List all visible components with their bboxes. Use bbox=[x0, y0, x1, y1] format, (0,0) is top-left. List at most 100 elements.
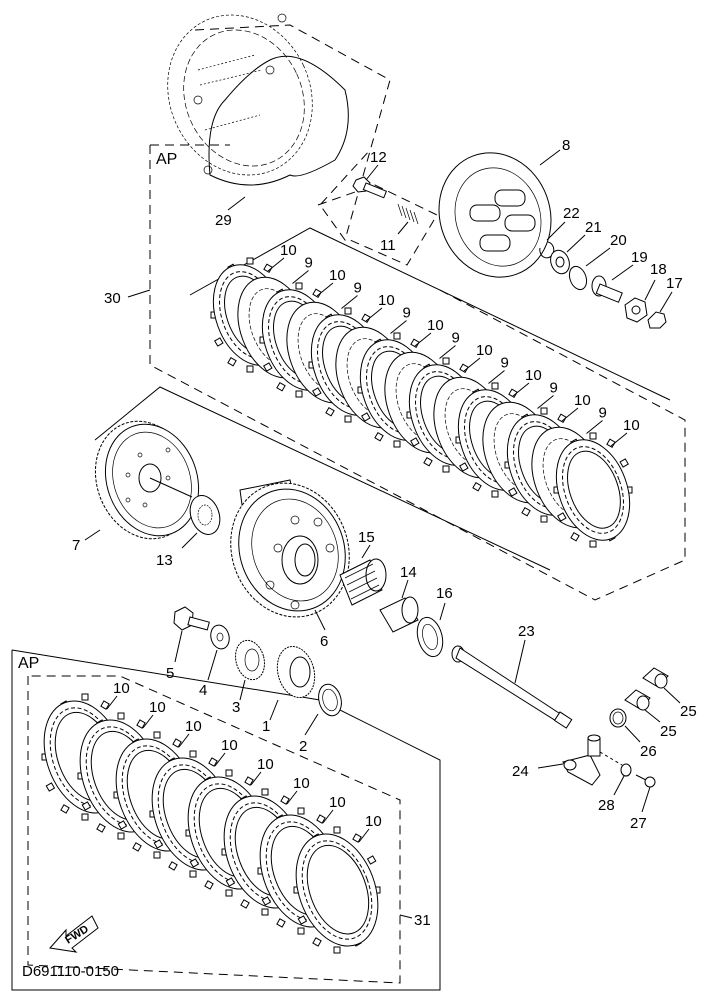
leader-13 bbox=[181, 532, 198, 549]
leader-10 bbox=[561, 407, 579, 422]
spacer-14 bbox=[379, 596, 419, 633]
pressure-plate bbox=[438, 152, 552, 278]
diagram-code: D691110-0150 bbox=[22, 963, 119, 980]
friction-plate-10 bbox=[553, 432, 633, 548]
gear-3 bbox=[235, 639, 265, 681]
leader-25b bbox=[644, 709, 661, 723]
callout-10: 10 bbox=[476, 342, 493, 359]
callout-19: 19 bbox=[631, 249, 648, 266]
spring-group-frame bbox=[317, 184, 438, 266]
leader-10 bbox=[512, 382, 530, 397]
plate-tab bbox=[276, 381, 286, 392]
callout-1: 1 bbox=[262, 718, 270, 735]
callout-10: 10 bbox=[149, 699, 166, 716]
callout-15: 15 bbox=[358, 529, 375, 546]
thrust-washer-16-hole bbox=[422, 623, 438, 651]
push-lever-shaft-23 bbox=[451, 645, 573, 729]
plate-tab bbox=[361, 412, 371, 422]
leader-8 bbox=[539, 149, 561, 166]
clutch-housing bbox=[230, 479, 350, 618]
plate-tab bbox=[204, 880, 214, 890]
gasket bbox=[208, 55, 349, 186]
washer-21-hole bbox=[555, 256, 565, 268]
plate-tab bbox=[619, 458, 629, 468]
leader-20 bbox=[585, 247, 611, 267]
plate-tab bbox=[96, 823, 106, 833]
leader-10 bbox=[365, 307, 383, 322]
plate-tab bbox=[442, 465, 450, 473]
leader-14 bbox=[401, 579, 409, 599]
callout-8: 8 bbox=[562, 137, 570, 154]
plate-tab bbox=[374, 431, 384, 442]
plate-tab bbox=[261, 788, 269, 796]
plate-tab bbox=[60, 804, 70, 814]
plate-tab bbox=[521, 506, 531, 517]
plate-inner-ring bbox=[567, 450, 621, 529]
nut-18-hole bbox=[631, 305, 641, 315]
plate-tab bbox=[117, 832, 125, 840]
callout-10: 10 bbox=[293, 775, 310, 792]
callout-10: 10 bbox=[525, 367, 542, 384]
leader-15 bbox=[361, 544, 371, 559]
leader-7 bbox=[84, 529, 101, 541]
plate-tab bbox=[225, 877, 236, 887]
leader-25a bbox=[663, 687, 681, 704]
plate-tab bbox=[261, 908, 269, 916]
callout-26: 26 bbox=[640, 743, 657, 760]
leader-17 bbox=[659, 291, 673, 313]
callout-31: 31 bbox=[414, 912, 431, 929]
plate-tab bbox=[459, 462, 469, 472]
washer-4-hole bbox=[216, 632, 224, 642]
plate-inner-ring bbox=[306, 844, 370, 935]
leader-10 bbox=[322, 809, 334, 824]
callout-13: 13 bbox=[156, 552, 173, 569]
plate-tab bbox=[295, 390, 303, 398]
cover-group-frame bbox=[194, 24, 391, 242]
plate-tab bbox=[263, 362, 273, 372]
plate-tab bbox=[100, 700, 110, 710]
callout-24: 24 bbox=[512, 763, 529, 780]
leader-27 bbox=[641, 786, 651, 813]
plate-tab bbox=[393, 332, 401, 340]
ap-lower-outer-frame bbox=[11, 649, 441, 991]
plate-tab bbox=[316, 814, 326, 824]
plate-tab bbox=[589, 432, 597, 440]
leader-24 bbox=[537, 763, 564, 769]
callout-22: 22 bbox=[563, 205, 580, 222]
plate-tab bbox=[117, 712, 125, 720]
plate-tab bbox=[508, 388, 518, 399]
leader-10 bbox=[414, 332, 432, 347]
leader-28 bbox=[613, 775, 625, 796]
washer-4 bbox=[210, 624, 230, 650]
plate-tab bbox=[423, 456, 433, 467]
callout-11: 11 bbox=[380, 237, 396, 254]
gear-3-bore bbox=[244, 648, 260, 672]
friction-plate-10 bbox=[293, 826, 381, 954]
leader-3 bbox=[239, 679, 246, 701]
bearing-25b bbox=[642, 667, 669, 689]
bearing-25a bbox=[624, 689, 651, 711]
plate-tab bbox=[227, 356, 237, 367]
plate-tab bbox=[366, 855, 377, 865]
leader-21 bbox=[566, 234, 586, 253]
leader-9 bbox=[537, 395, 554, 409]
ap-upper-label: AP bbox=[156, 151, 177, 168]
leader-9 bbox=[439, 345, 456, 359]
plate-tab bbox=[333, 826, 341, 834]
callout-9: 9 bbox=[550, 380, 558, 397]
plate-tab bbox=[459, 363, 469, 374]
plate-tab bbox=[491, 490, 499, 498]
leader-30 bbox=[127, 289, 151, 298]
callout-2: 2 bbox=[299, 738, 307, 755]
plate-tab bbox=[214, 337, 224, 347]
plate-tab bbox=[153, 839, 164, 849]
plate-tab bbox=[344, 307, 352, 315]
plate-tab bbox=[81, 813, 89, 821]
callout-10: 10 bbox=[365, 813, 382, 830]
callout-10: 10 bbox=[113, 680, 130, 697]
plate-tab bbox=[240, 899, 250, 909]
callout-3: 3 bbox=[232, 699, 240, 716]
plate-tab bbox=[280, 795, 290, 805]
clutch-cover bbox=[167, 13, 313, 176]
callout-10: 10 bbox=[378, 292, 395, 309]
